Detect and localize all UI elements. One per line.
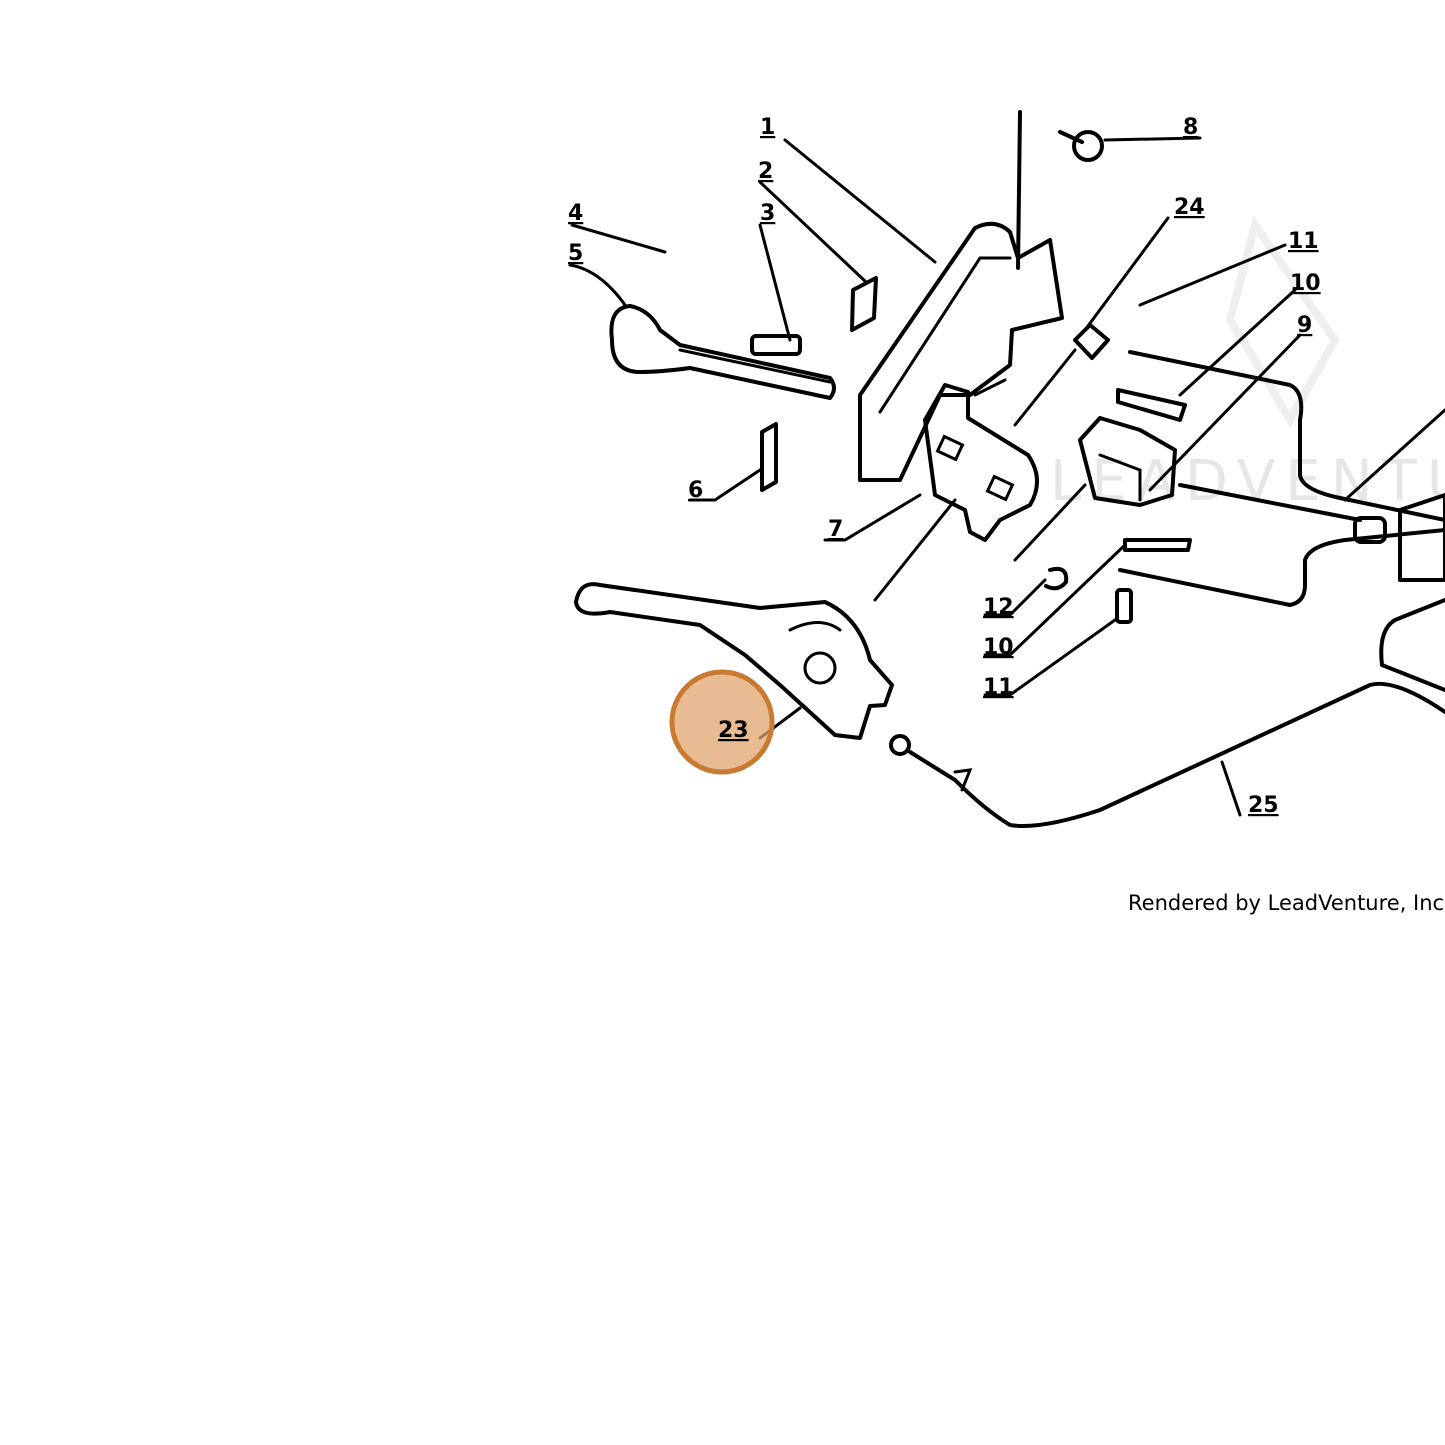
plate-part	[850, 276, 878, 332]
vertical-rod	[1016, 110, 1022, 270]
cable-rod	[1178, 483, 1362, 522]
throttle-lever	[574, 582, 894, 740]
leader-lines	[568, 136, 1445, 817]
throttle-pivot	[803, 651, 837, 685]
plate-slot-2	[985, 474, 1015, 502]
control-rod-lower	[1118, 528, 1445, 607]
throttle-friction-arc	[788, 621, 842, 632]
control-rod-upper	[1128, 350, 1445, 522]
callout-25[interactable]: 25	[1248, 793, 1279, 818]
callout-1[interactable]: 1	[760, 115, 775, 140]
pin-lower	[1123, 538, 1192, 552]
right-bracket	[1398, 493, 1445, 582]
fitting-part	[1073, 323, 1110, 360]
callout-10-lower[interactable]: 10	[983, 635, 1014, 660]
pin-upper	[1116, 388, 1187, 422]
main-bracket	[858, 221, 1064, 482]
throttle-cable	[908, 681, 1445, 828]
callout-11-upper[interactable]: 11	[1288, 229, 1319, 254]
callout-3[interactable]: 3	[760, 201, 775, 226]
highlight-marker[interactable]	[669, 669, 775, 775]
bolt-part	[750, 334, 802, 356]
callout-9[interactable]: 9	[1297, 313, 1312, 338]
callout-10-upper[interactable]: 10	[1290, 271, 1321, 296]
callout-11-lower[interactable]: 11	[983, 675, 1014, 700]
callout-7[interactable]: 7	[828, 517, 843, 542]
callout-24[interactable]: 24	[1174, 195, 1205, 220]
screw-head	[1072, 130, 1104, 162]
handle-grip	[609, 304, 836, 400]
bolt-lower	[1115, 588, 1133, 624]
right-frame	[1379, 598, 1445, 692]
watermark-logo-icon	[1225, 215, 1340, 429]
callout-4[interactable]: 4	[568, 201, 583, 226]
callout-6[interactable]: 6	[688, 478, 703, 503]
callout-5[interactable]: 5	[568, 241, 583, 266]
main-bracket-inner	[878, 256, 1012, 414]
block-assembly-face	[1098, 453, 1142, 502]
cable-end	[889, 734, 911, 756]
callout-labels: 1 2 3 4 5 6 7 8 9 10 11 12 10 11 24 23 2…	[568, 115, 1321, 818]
credit-text: Rendered by LeadVenture, Inc.	[1128, 891, 1445, 915]
mount-plate	[923, 383, 1039, 542]
screw-shank	[1058, 130, 1084, 144]
watermark: LEADVENTURE	[1050, 215, 1445, 514]
callout-2[interactable]: 2	[758, 159, 773, 184]
plate-slot-1	[935, 434, 965, 462]
spring-part	[1044, 566, 1069, 591]
cable-fitting	[1353, 516, 1387, 544]
callout-12[interactable]: 12	[983, 595, 1014, 620]
handle-line	[678, 348, 832, 384]
callout-23[interactable]: 23	[718, 718, 749, 743]
cable-clip	[953, 768, 973, 792]
small-plate-part	[760, 422, 778, 492]
callout-8[interactable]: 8	[1183, 115, 1198, 140]
block-assembly	[1078, 416, 1177, 507]
